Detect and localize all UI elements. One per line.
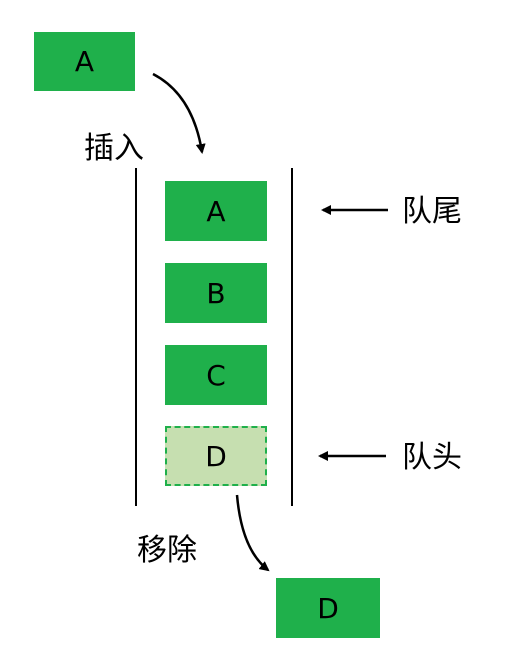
tail-label: 队尾 [402,194,462,229]
queue-block-d-removing: D [165,426,267,486]
removed-block: D [276,578,380,638]
queue-block-a: A [165,181,267,241]
queue-block-c: C [165,345,267,405]
queue-block-letter: D [205,439,227,473]
head-label: 队头 [402,440,462,475]
queue-block-letter: B [206,276,226,310]
insert-arrow [152,72,206,154]
queue-block-b: B [165,263,267,323]
incoming-block: A [34,32,135,91]
incoming-block-letter: A [74,45,95,78]
queue-block-letter: A [206,194,226,228]
removed-block-letter: D [317,591,339,625]
remove-label: 移除 [137,533,197,568]
insert-label: 插入 [84,131,144,166]
queue-block-letter: C [206,358,226,392]
remove-arrow [235,494,270,572]
